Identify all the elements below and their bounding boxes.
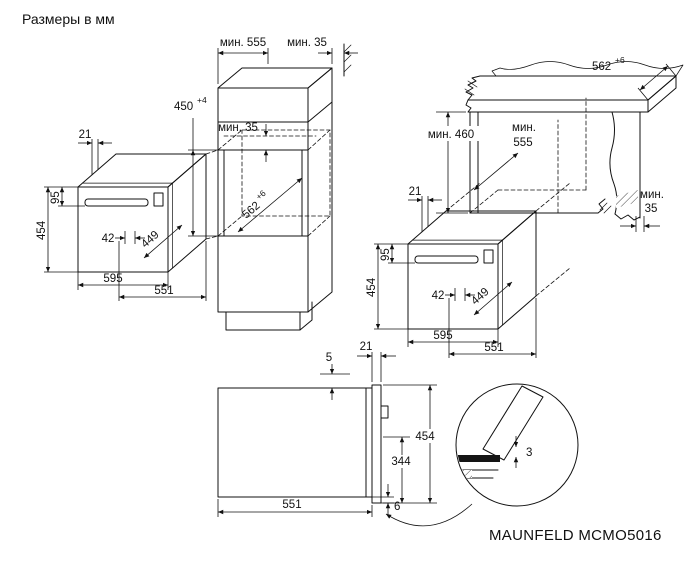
dim-label: 551 xyxy=(484,342,503,354)
dim-label: 454 xyxy=(36,220,48,240)
dim-cabinet-back-gap: мин. 35 xyxy=(287,37,358,64)
dim-oven-left-handle-offset: 42 xyxy=(102,231,145,245)
dim-label: 5 xyxy=(326,352,332,364)
detail-leader-arc xyxy=(385,503,473,527)
oven-right-drawing: 21 95 454 42 449 xyxy=(366,186,537,358)
dim-label: 595 xyxy=(433,330,452,342)
page-title: Размеры в мм xyxy=(22,11,115,27)
dim-label: 21 xyxy=(79,129,92,141)
dim-label: 595 xyxy=(103,273,122,285)
detail-seal xyxy=(457,455,500,462)
side-view-handle xyxy=(380,405,389,419)
dim-label: мин. 35 xyxy=(218,122,258,134)
dim-oven-right-body-width: 551 xyxy=(448,298,537,358)
dim-label: 450 xyxy=(174,101,193,113)
dim-label: 551 xyxy=(154,285,173,297)
dim-label: 3 xyxy=(526,447,532,459)
dim-side-depth: 551 xyxy=(217,499,373,517)
dim-oven-left-frame-offset: 21 xyxy=(78,129,112,175)
dim-oven-right-height: 454 xyxy=(366,244,408,330)
dim-tolerance: +4 xyxy=(197,95,207,105)
oven-right-handle xyxy=(414,255,479,264)
dim-label: 454 xyxy=(415,431,435,443)
section-hatch xyxy=(616,190,638,208)
tall-cabinet-drawing: мин. 555 мин. 35 450 +4 мин. 35 562 +6 xyxy=(174,37,358,331)
oven-left-handle xyxy=(84,198,149,207)
dim-label: 6 xyxy=(394,501,400,513)
dim-label: 21 xyxy=(409,186,422,198)
dim-label: 562 xyxy=(592,61,611,73)
dim-label: мин. xyxy=(640,189,664,201)
dim-label: мин. xyxy=(512,122,536,134)
dim-label: 21 xyxy=(360,341,373,353)
base-cabinet-hidden-lines xyxy=(445,97,587,297)
dim-oven-left-panel-height: 95 xyxy=(44,186,85,207)
dim-counter-niche-depth: 562 +6 xyxy=(592,55,677,101)
dim-top-clearance: мин. 35 xyxy=(218,122,269,162)
dim-label: 95 xyxy=(380,248,392,261)
tall-cabinet-structure xyxy=(205,43,352,331)
detail-circle xyxy=(455,383,579,507)
dim-base-back-gap: мин. 35 xyxy=(620,189,664,232)
dim-label: 42 xyxy=(102,233,115,245)
dim-label: мин. 35 xyxy=(287,37,327,49)
dim-oven-right-front-width: 595 xyxy=(407,329,499,347)
side-view-body xyxy=(217,384,389,504)
dim-label: мин. 460 xyxy=(428,129,474,141)
base-cabinet-drawing: 562 +6 мин. 460 мин. 555 мин. 35 xyxy=(420,55,684,297)
dim-side-bottom-gap: 6 xyxy=(372,484,400,516)
dim-oven-left-front-width: 595 xyxy=(77,272,169,290)
dim-label: 95 xyxy=(50,191,62,204)
dim-detail-gap: 3 xyxy=(513,436,532,468)
dim-tolerance: +6 xyxy=(615,55,625,65)
dim-oven-right-frame-offset: 21 xyxy=(408,186,442,232)
model-label: MAUNFELD MCMO5016 xyxy=(489,527,662,544)
dim-under-top-height: мин. 460 xyxy=(420,111,482,214)
dim-label: 454 xyxy=(366,277,378,297)
dim-cabinet-min-depth: мин. 555 xyxy=(217,37,269,84)
side-view-door xyxy=(371,384,382,504)
dim-side-body-height: 344 xyxy=(383,436,416,503)
dim-label: 35 xyxy=(645,203,658,215)
dim-side-top-gap: 5 xyxy=(320,352,350,400)
oven-right-control xyxy=(483,249,494,264)
side-view-drawing: 5 21 454 344 551 xyxy=(217,341,440,517)
dim-label: 555 xyxy=(513,137,532,149)
dim-label: мин. 555 xyxy=(220,37,266,49)
dim-oven-left-body-width: 551 xyxy=(118,241,207,301)
dim-side-door-thickness: 21 xyxy=(357,341,396,382)
dim-label: 551 xyxy=(282,499,301,511)
dim-oven-left-height: 454 xyxy=(36,187,78,273)
dim-base-min-depth: мин. 555 xyxy=(473,122,536,191)
dim-label: 42 xyxy=(432,290,445,302)
dim-niche-height: 450 +4 xyxy=(174,95,218,237)
oven-left-control xyxy=(153,192,164,207)
dim-oven-right-handle-offset: 42 xyxy=(432,288,475,302)
dim-label: 344 xyxy=(391,456,411,468)
